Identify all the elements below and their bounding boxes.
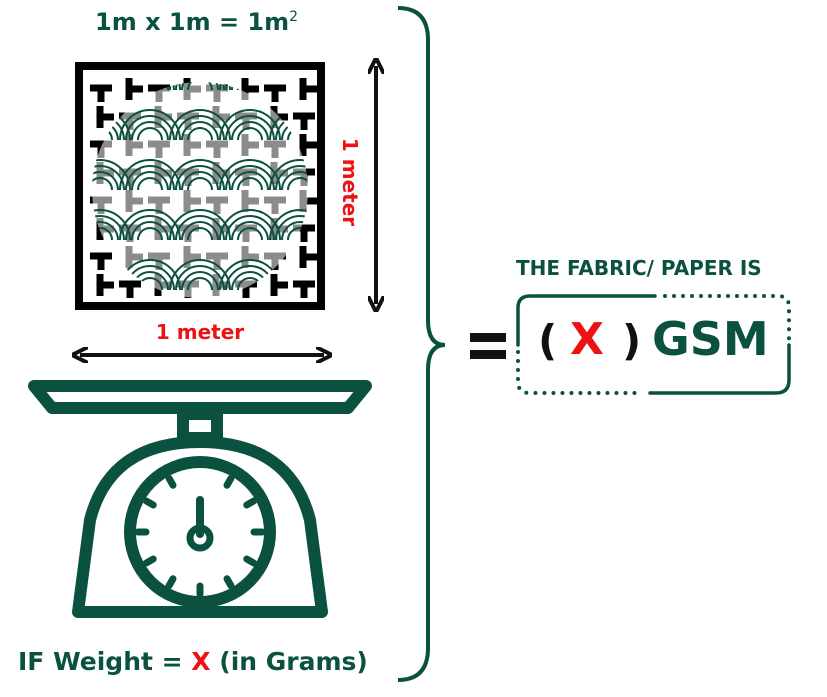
equals-sign	[470, 333, 506, 359]
weave-fiber	[275, 215, 308, 241]
weave-fiber	[119, 109, 181, 141]
weave-fiber	[187, 277, 213, 291]
weight-statement: IF Weight = X (in Grams)	[18, 647, 368, 676]
woven-fabric-icon	[75, 62, 325, 310]
weave-fiber	[137, 227, 163, 241]
weave-fiber	[119, 159, 181, 191]
weight-prefix: IF Weight =	[18, 647, 192, 676]
horizontal-dimension-label: 1 meter	[155, 320, 245, 344]
dial-tick	[165, 474, 177, 489]
weave-fiber	[269, 209, 308, 241]
weave-fiber	[119, 209, 181, 241]
weave-fiber	[131, 221, 169, 241]
weave-fiber	[137, 177, 163, 191]
weave-fiber	[231, 221, 269, 241]
weave-fiber	[231, 171, 269, 191]
weave-fiber	[187, 127, 213, 141]
weave-fiber	[219, 159, 281, 191]
weave-fiber	[181, 221, 219, 241]
weight-variable: X	[191, 647, 211, 676]
result-heading: THE FABRIC/ PAPER IS	[516, 256, 762, 280]
weave-fiber	[131, 121, 169, 141]
weave-fiber	[187, 227, 213, 241]
dial-tick	[142, 497, 157, 509]
result-unit: GSM	[652, 312, 769, 366]
curly-brace	[397, 6, 446, 682]
weave-fiber	[281, 221, 308, 241]
weave-fiber	[219, 209, 281, 241]
weave-fiber	[181, 171, 219, 191]
weave-fiber	[169, 209, 231, 241]
weave-fiber	[281, 171, 308, 191]
weave-fiber	[287, 177, 308, 191]
result-variable: X	[570, 314, 604, 365]
weighing-scale-icon	[28, 380, 372, 618]
weave-fiber	[137, 127, 163, 141]
close-paren: )	[622, 316, 642, 365]
weave-fiber	[275, 165, 308, 191]
weave-fiber	[92, 159, 131, 191]
weave-fiber	[287, 227, 308, 241]
weave-fiber	[231, 121, 269, 141]
vertical-dimension-label: 1 meter	[338, 137, 362, 227]
weave-fiber	[131, 171, 169, 191]
dial-tick	[243, 555, 258, 567]
weave-fiber	[181, 271, 219, 291]
weave-fiber	[237, 227, 263, 241]
weave-fiber	[92, 177, 113, 191]
dial-tick	[142, 555, 157, 567]
weave-fiber	[219, 109, 281, 141]
area-title-superscript: 2	[289, 9, 299, 25]
weave-fiber	[92, 209, 131, 241]
weave-fiber	[92, 171, 119, 191]
weave-fiber	[92, 227, 113, 241]
area-title-text: 1m x 1m = 1m	[95, 8, 290, 36]
open-paren: (	[538, 316, 558, 365]
dial-tick	[223, 474, 235, 489]
weight-suffix: (in Grams)	[210, 647, 368, 676]
weave-fiber	[92, 221, 119, 241]
weave-fiber	[269, 159, 308, 191]
weave-fiber	[187, 82, 213, 91]
weave-fiber	[181, 121, 219, 141]
result-box	[516, 294, 791, 395]
weave-fiber	[169, 259, 231, 291]
dial-tick	[165, 575, 177, 590]
weave-fiber	[169, 159, 231, 191]
area-title: 1m x 1m = 1m2	[95, 8, 298, 36]
weave-fiber	[187, 177, 213, 191]
weave-fiber	[237, 127, 263, 141]
weave-fiber	[169, 109, 231, 141]
dial-tick	[243, 497, 258, 509]
dial-tick	[223, 575, 235, 590]
weave-fiber	[237, 177, 263, 191]
